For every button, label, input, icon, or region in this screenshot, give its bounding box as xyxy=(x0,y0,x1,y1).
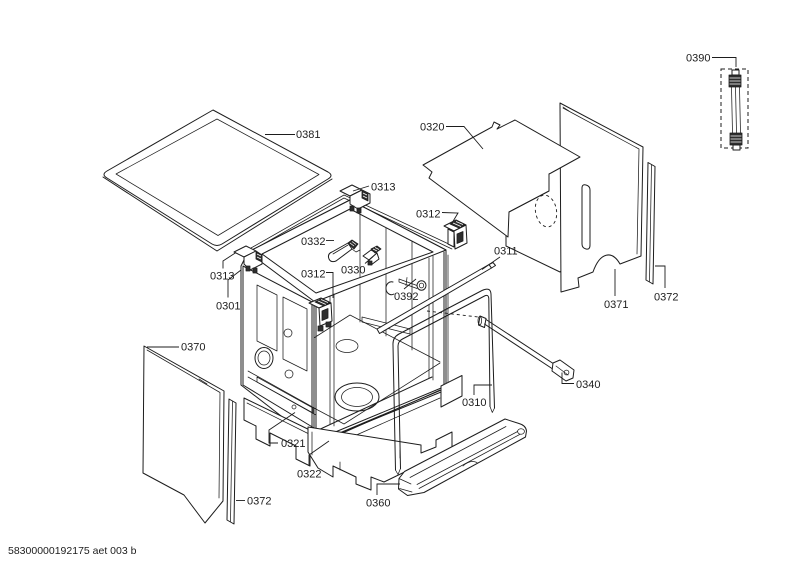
part-label-clip-a: 0332 xyxy=(301,236,325,248)
part-label-left-strip: 0372 xyxy=(247,496,271,508)
part-label-bracket-left: 0313 xyxy=(210,271,234,283)
part-label-right-strip: 0372 xyxy=(654,292,678,304)
leader-lines xyxy=(147,57,737,501)
document-code: 58300000192175 aet 003 b xyxy=(8,545,137,557)
lid-drawing xyxy=(102,109,333,252)
part-label-tub: 0301 xyxy=(216,301,240,313)
part-label-door-seal: 0310 xyxy=(462,397,486,409)
part-label-pin: 0392 xyxy=(394,291,418,303)
right-strip-drawing xyxy=(645,162,656,285)
clip-0330-drawing xyxy=(362,245,382,266)
part-label-insulation-mat: 0320 xyxy=(420,122,444,134)
part-label-clip-b: 0330 xyxy=(341,265,365,277)
part-label-bottom-trim: 0360 xyxy=(366,498,390,510)
earth-wire-drawing xyxy=(250,194,454,252)
left-bracket-drawing xyxy=(233,245,263,274)
part-label-fastener-front: 0312 xyxy=(301,269,325,281)
part-label-fastener-right: 0312 xyxy=(416,209,440,221)
left-side-panel-drawing xyxy=(142,345,225,524)
tub-drawing xyxy=(240,199,449,444)
part-label-bracket-top: 0313 xyxy=(371,182,395,194)
insulation-mat-drawing xyxy=(422,119,581,238)
tie-rod-drawing xyxy=(426,310,575,382)
part-label-base-frame: 0321 xyxy=(281,438,305,450)
part-label-left-panel: 0370 xyxy=(181,342,205,354)
part-label-hose-kit: 0390 xyxy=(686,53,710,65)
right-fastener-drawing xyxy=(443,219,468,250)
part-labels: 0381 0390 0320 0313 0312 0332 0330 0312 … xyxy=(181,53,710,510)
clip-0332-drawing xyxy=(327,239,361,263)
part-label-right-panel: 0371 xyxy=(604,299,628,311)
part-label-tie-rod: 0340 xyxy=(576,379,600,391)
front-fastener-drawing xyxy=(308,297,333,332)
right-side-panel-drawing xyxy=(559,102,644,293)
left-strip-drawing xyxy=(226,398,237,525)
top-bracket-drawing xyxy=(339,184,371,214)
part-label-front-rail: 0311 xyxy=(494,246,518,258)
part-label-base-pan: 0322 xyxy=(297,469,321,481)
bottom-trim-drawing xyxy=(398,418,527,496)
hose-kit-drawing xyxy=(720,68,749,151)
part-label-lid: 0381 xyxy=(296,129,320,141)
